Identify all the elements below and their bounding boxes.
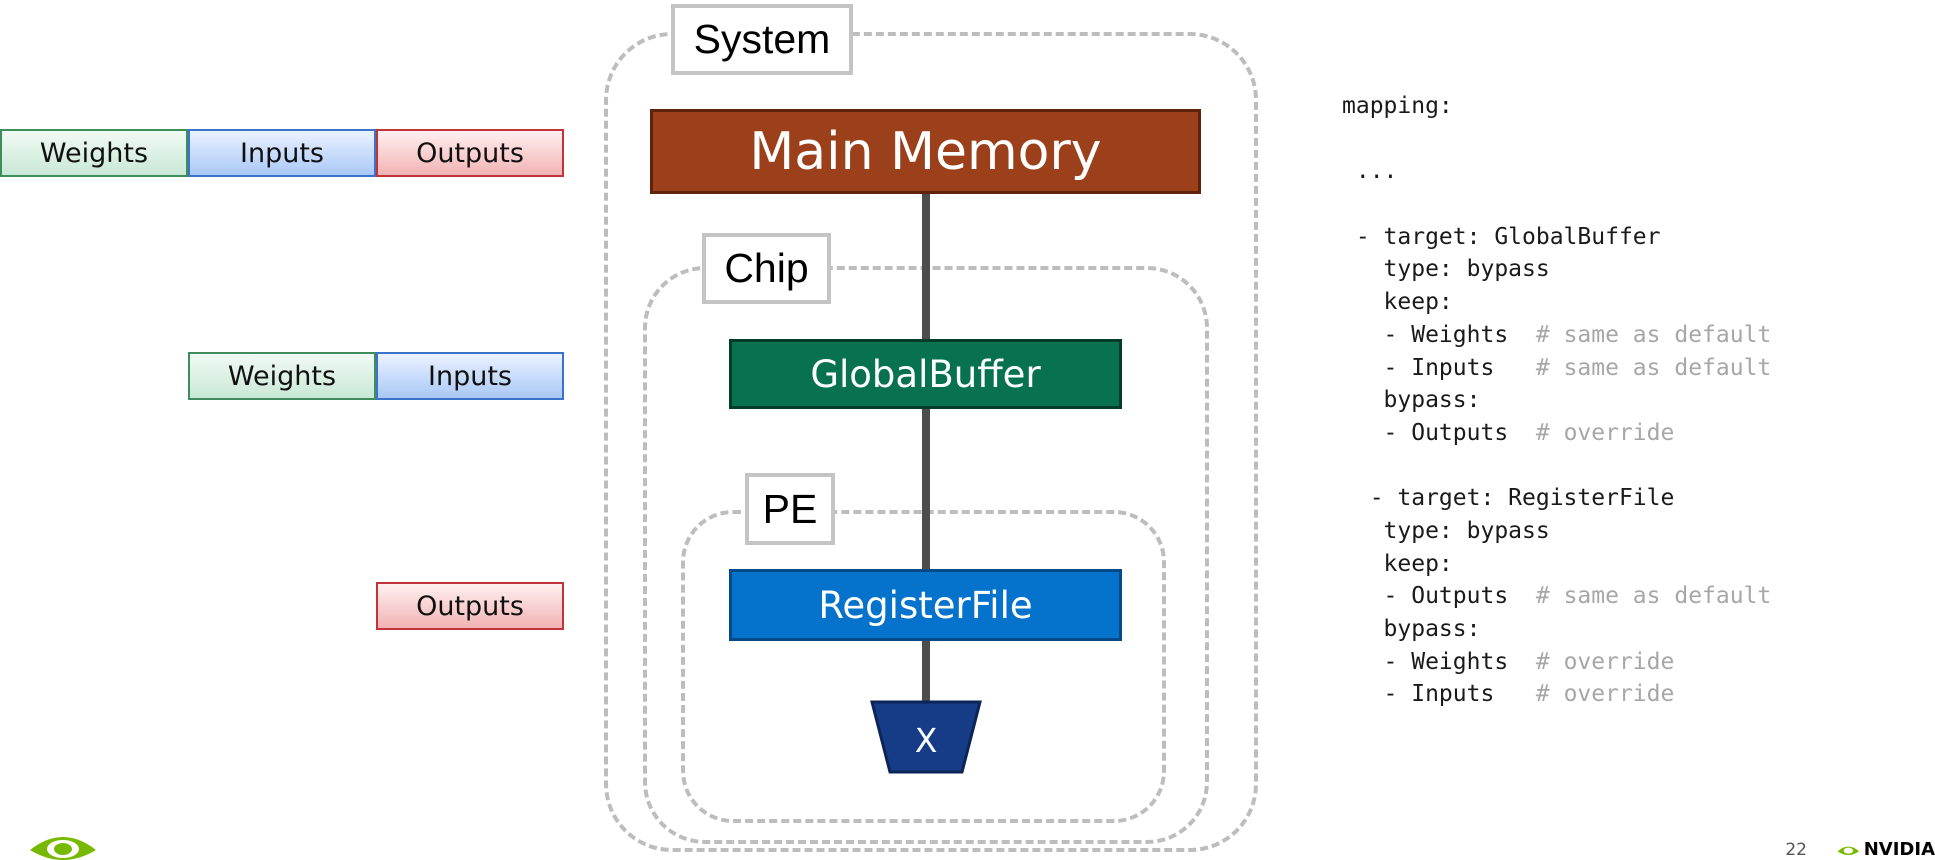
pe-label: PE <box>745 473 835 545</box>
code-text: mapping: <box>1342 93 1453 119</box>
dtype-outputs-box: Outputs <box>376 129 564 177</box>
code-text: - Weights <box>1342 321 1536 348</box>
code-comment: # same as default <box>1535 354 1772 381</box>
code-line: keep: <box>1342 548 1771 581</box>
code-text: - target: GlobalBuffer <box>1342 223 1661 250</box>
code-text: bypass: <box>1342 387 1481 414</box>
compute-unit-trapezoid: X <box>870 700 982 774</box>
code-line: type: bypass <box>1342 253 1771 286</box>
nvidia-eye-icon <box>30 837 96 860</box>
system-label: System <box>671 4 853 75</box>
mapping-code-listing: mapping: ... - target: GlobalBuffer type… <box>1342 90 1771 711</box>
system-container <box>604 32 1258 852</box>
code-line: type: bypass <box>1342 515 1771 548</box>
code-line: - Weights # same as default <box>1342 319 1772 352</box>
code-comment: # same as default <box>1535 583 1772 610</box>
main-memory-box: Main Memory <box>650 109 1201 194</box>
dtype-weights-box: Weights <box>188 352 376 400</box>
dtype-outputs-box: Outputs <box>376 582 564 630</box>
code-line <box>1342 123 1771 156</box>
code-text: - Outputs <box>1342 583 1536 610</box>
code-text: - Weights <box>1342 648 1536 675</box>
compute-unit-label: X <box>915 721 938 760</box>
code-text: - target: RegisterFile <box>1342 485 1675 512</box>
code-line <box>1342 188 1771 221</box>
nvidia-eye-icon <box>1837 846 1860 856</box>
code-text: bypass: <box>1342 616 1481 642</box>
code-text: keep: <box>1342 289 1453 316</box>
code-line <box>1342 450 1771 483</box>
dtype-inputs-box: Inputs <box>188 129 376 177</box>
code-text: - Inputs <box>1342 354 1536 381</box>
code-line: - target: GlobalBuffer <box>1342 221 1771 254</box>
code-line: - target: RegisterFile <box>1342 482 1771 515</box>
global-buffer-box: GlobalBuffer <box>729 339 1122 409</box>
page-number: 22 <box>1785 840 1807 860</box>
code-line: - Inputs # override <box>1342 678 1771 711</box>
code-comment: # override <box>1535 419 1675 446</box>
code-comment: # override <box>1535 648 1675 675</box>
nvidia-logo: NVIDIA <box>1837 840 1935 860</box>
code-text: ... <box>1342 158 1398 185</box>
chip-label: Chip <box>702 233 831 304</box>
register-file-box: RegisterFile <box>729 569 1122 641</box>
nvidia-wordmark: NVIDIA <box>1863 839 1935 860</box>
dtype-inputs-box: Inputs <box>376 352 564 400</box>
code-line: ... <box>1342 155 1771 188</box>
code-line: - Inputs # same as default <box>1342 352 1772 385</box>
code-line: bypass: <box>1342 613 1771 646</box>
code-comment: # override <box>1535 681 1675 708</box>
dtype-weights-box: Weights <box>0 129 188 177</box>
code-line: mapping: <box>1342 90 1771 123</box>
code-line: - Outputs # same as default <box>1342 580 1772 613</box>
code-text: type: bypass <box>1342 256 1550 283</box>
code-line: keep: <box>1342 286 1771 319</box>
code-comment: # same as default <box>1535 321 1772 348</box>
code-line: bypass: <box>1342 384 1771 417</box>
code-text: type: bypass <box>1342 517 1550 544</box>
code-line: - Outputs # override <box>1342 417 1771 450</box>
code-text: - Outputs <box>1342 419 1536 446</box>
code-line: - Weights # override <box>1342 646 1771 679</box>
memory-hierarchy-connector <box>922 190 930 710</box>
code-text: - Inputs <box>1342 681 1536 708</box>
code-text: keep: <box>1342 550 1453 577</box>
